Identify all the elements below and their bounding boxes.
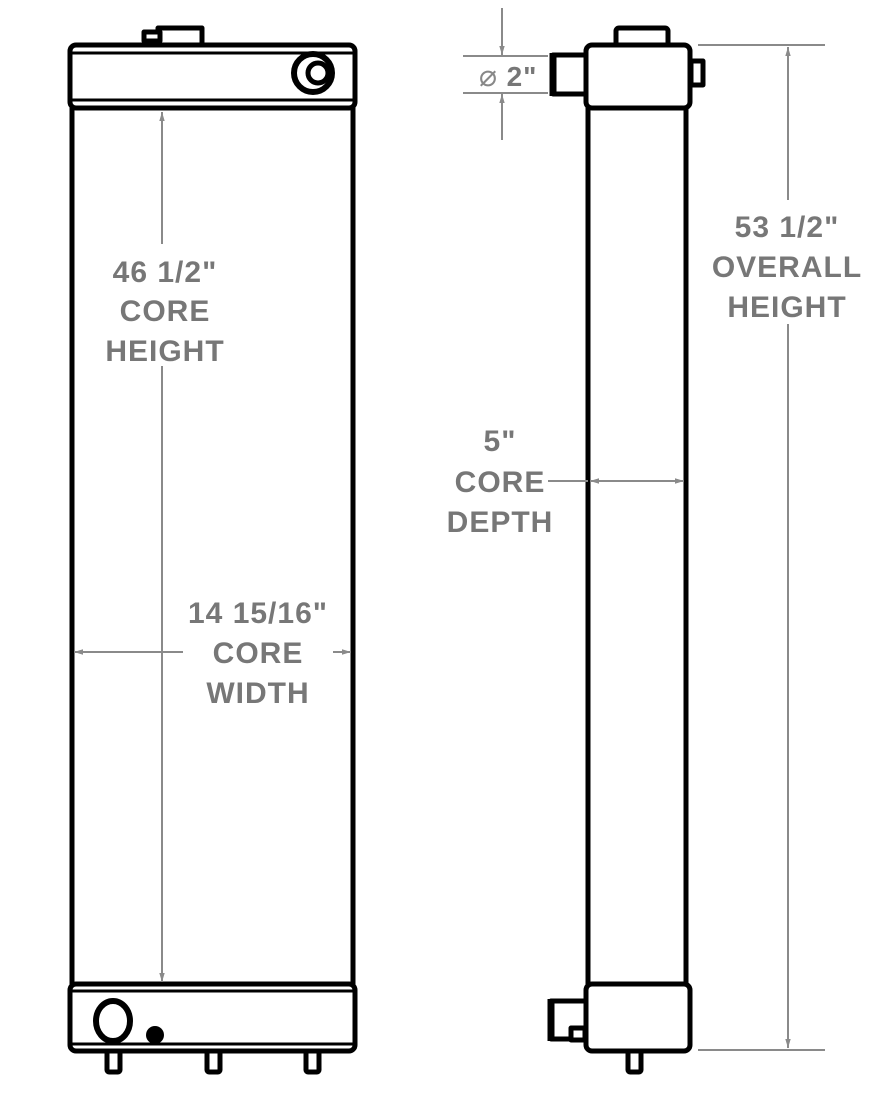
side-view: ⌀ 2" 5" CORE DEPTH 53 1/2" OVERALL HEIGH… xyxy=(447,8,862,1075)
side-fitting xyxy=(688,58,706,88)
drain-plug xyxy=(146,1026,164,1044)
drain-fitting xyxy=(568,1025,588,1043)
core xyxy=(69,101,356,989)
core-depth-label: CORE xyxy=(455,466,546,499)
mount-foot xyxy=(204,1048,223,1075)
top-tank xyxy=(67,42,358,111)
front-view: 46 1/2" CORE HEIGHT 14 15/16" CORE WIDTH xyxy=(67,25,358,1075)
core-width-value: 14 15/16" xyxy=(188,597,328,630)
mount-foot xyxy=(104,1048,123,1075)
diameter-value: 2" xyxy=(507,61,538,92)
core-height-value: 46 1/2" xyxy=(113,256,218,289)
bottom-tank xyxy=(583,981,693,1054)
core-height-label: CORE xyxy=(120,295,211,328)
mount-foot xyxy=(625,1048,644,1075)
core-width-label: WIDTH xyxy=(206,677,309,710)
outlet-port xyxy=(93,998,133,1044)
overall-height-value: 53 1/2" xyxy=(735,211,840,244)
diameter-symbol: ⌀ xyxy=(479,59,497,94)
core-width-label: CORE xyxy=(213,637,304,670)
core-depth-label: DEPTH xyxy=(447,506,554,539)
core-depth-value: 5" xyxy=(484,425,517,458)
core xyxy=(585,101,689,989)
overall-height-label: OVERALL xyxy=(712,251,862,284)
core-height-label: HEIGHT xyxy=(105,335,224,368)
mount-foot xyxy=(303,1048,322,1075)
overall-height-label: HEIGHT xyxy=(727,291,846,324)
inlet-pipe xyxy=(550,52,589,97)
top-tank xyxy=(583,42,693,111)
filler-tab xyxy=(141,29,163,44)
